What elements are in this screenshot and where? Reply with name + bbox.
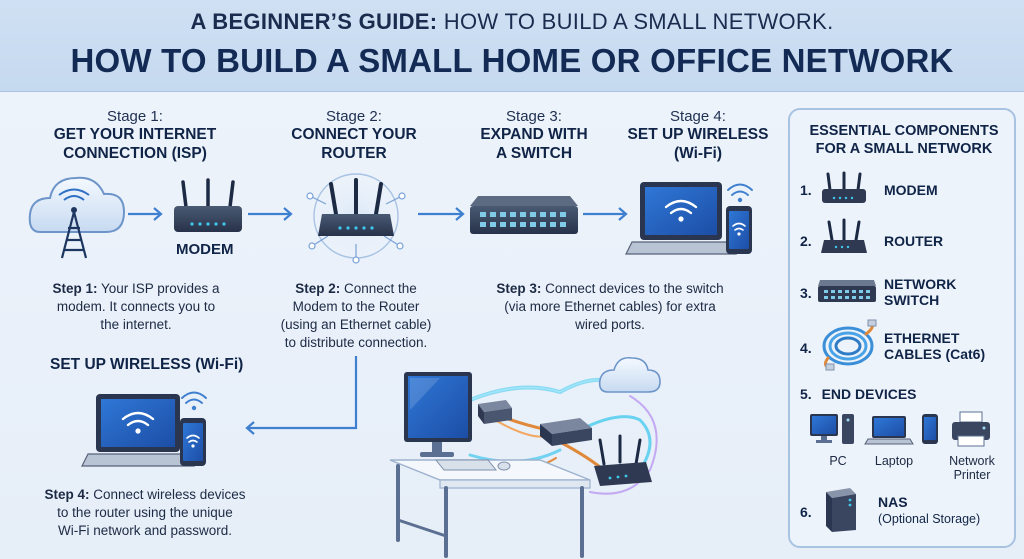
end-device-laptop-label: Laptop: [874, 454, 914, 468]
modem-icon: [174, 178, 242, 232]
step-2-line2: Modem to the Router: [292, 299, 420, 314]
page-title: HOW TO BUILD A SMALL HOME OR OFFICE NETW…: [70, 42, 954, 79]
end-devices-icons: [810, 411, 990, 447]
router-icon: [306, 171, 406, 264]
stage-1-heading: Stage 1: GET YOUR INTERNET CONNECTION (I…: [40, 108, 230, 163]
component-2-label: ROUTER: [884, 233, 944, 249]
component-3-label: NETWORK SWITCH: [884, 276, 956, 308]
modem-icon: [822, 171, 866, 203]
wireless-signal-icon: [181, 391, 207, 404]
component-6-sublabel: (Optional Storage): [878, 512, 981, 526]
stage-1-title-line1: GET YOUR INTERNET: [53, 126, 217, 143]
router-icon: [821, 218, 867, 253]
step-4-label: Step 4:: [44, 487, 90, 502]
step-2-line1: Connect the: [340, 281, 417, 296]
header-subtitle-bold: A BEGINNER’S GUIDE:: [190, 9, 438, 34]
printer-label-line2: Printer: [953, 468, 991, 482]
stage-3-heading: Stage 3: EXPAND WITH A SWITCH: [448, 108, 620, 163]
step-2-line3: (using an Ethernet cable): [280, 317, 432, 332]
step-2-label: Step 2:: [295, 281, 341, 296]
wireless-laptop-icon: [81, 394, 195, 467]
phone-icon: [726, 206, 752, 254]
component-5-heading: 5. END DEVICES: [800, 386, 917, 402]
end-device-printer-label: Network Printer: [942, 454, 1002, 482]
modem-label: MODEM: [176, 241, 234, 258]
laptop-wifi-icon: [625, 182, 737, 255]
component-3-label-line2: SWITCH: [884, 292, 940, 308]
components-panel-title: ESSENTIAL COMPONENTS FOR A SMALL NETWORK: [790, 122, 1018, 158]
step-3-line3: wired ports.: [575, 317, 645, 332]
component-4-number: 4.: [800, 340, 812, 356]
step-4-text: Step 4: Connect wireless devices to the …: [30, 486, 260, 540]
component-6-label: NAS: [878, 494, 908, 510]
pc-icon: [810, 414, 854, 444]
switch-icon: [818, 280, 876, 302]
wifi-signal-icon: [727, 183, 753, 196]
ethernet-cable-icon: [822, 319, 877, 371]
step-3-line1: Connect devices to the switch: [541, 281, 724, 296]
component-3-number: 3.: [800, 285, 812, 301]
component-3-label-line1: NETWORK: [884, 276, 957, 292]
step-2-line4: to distribute connection.: [284, 335, 428, 350]
stage-4-title-line2: (Wi-Fi): [673, 145, 723, 162]
stage-1-title-line2: CONNECTION (ISP): [63, 145, 207, 162]
stage-2-number: Stage 2:: [326, 108, 382, 125]
stage-2-title-line2: ROUTER: [321, 145, 387, 162]
step-1-label: Step 1:: [52, 281, 98, 296]
component-4-label-line2: CABLES (Cat6): [884, 346, 986, 362]
component-4-label-line1: ETHERNET: [884, 330, 960, 346]
component-5-number: 5.: [800, 386, 812, 402]
step-1-text: Step 1: Your ISP provides a modem. It co…: [36, 280, 236, 334]
stage-3-title-line2: A SWITCH: [495, 145, 573, 162]
nas-icon: [826, 488, 856, 532]
stage-3-number: Stage 3:: [506, 108, 562, 125]
step-4-line3: Wi-Fi network and password.: [57, 523, 233, 538]
component-4-label: ETHERNET CABLES (Cat6): [884, 330, 985, 362]
stage-4-heading: Stage 4: SET UP WIRELESS (Wi-Fi): [608, 108, 788, 163]
components-title-line2: FOR A SMALL NETWORK: [815, 141, 993, 157]
component-6-number: 6.: [800, 504, 812, 520]
header-subtitle-rest: HOW TO BUILD A SMALL NETWORK.: [437, 9, 834, 34]
step-3-text: Step 3: Connect devices to the switch (v…: [470, 280, 750, 334]
wireless-heading: SET UP WIRELESS (Wi-Fi): [50, 356, 244, 373]
header-subtitle: A BEGINNER’S GUIDE: HOW TO BUILD A SMALL…: [0, 9, 1024, 35]
component-2-number: 2.: [800, 233, 812, 249]
components-panel: ESSENTIAL COMPONENTS FOR A SMALL NETWORK…: [788, 108, 1016, 548]
component-5-label: END DEVICES: [821, 386, 917, 402]
components-title-line1: ESSENTIAL COMPONENTS: [809, 123, 999, 139]
step-1-line1: Your ISP provides a: [97, 281, 220, 296]
stage-4-title-line1: SET UP WIRELESS: [627, 126, 769, 143]
step-1-line3: the internet.: [100, 317, 172, 332]
stage-2-title-line1: CONNECT YOUR: [291, 126, 417, 143]
switch-icon: [470, 196, 578, 234]
flow-arrows: [128, 207, 628, 221]
step-2-text: Step 2: Connect the Modem to the Router …: [266, 280, 446, 352]
step-3-label: Step 3:: [496, 281, 542, 296]
component-1-label: MODEM: [884, 182, 938, 198]
step-4-line2: to the router using the unique: [57, 505, 233, 520]
end-device-pc-label: PC: [829, 454, 847, 468]
step-1-line2: modem. It connects you to: [56, 299, 216, 314]
printer-icon: [952, 411, 990, 447]
tablet-icon: [922, 414, 938, 444]
step-3-line2: (via more Ethernet cables) for extra: [504, 299, 716, 314]
isp-cloud-icon: [28, 176, 126, 259]
header-banner: A BEGINNER’S GUIDE: HOW TO BUILD A SMALL…: [0, 0, 1024, 92]
wireless-flow-arrow: [245, 356, 358, 435]
step-4-line1: Connect wireless devices: [89, 487, 246, 502]
component-1-number: 1.: [800, 182, 812, 198]
office-network-scene: [389, 356, 661, 558]
printer-label-line1: Network: [949, 454, 995, 468]
wireless-phone-icon: [180, 418, 206, 466]
stage-1-number: Stage 1:: [107, 108, 163, 125]
stage-3-title-line1: EXPAND WITH: [480, 126, 588, 143]
laptop-icon: [864, 416, 914, 445]
stage-4-number: Stage 4:: [670, 108, 726, 125]
stage-2-heading: Stage 2: CONNECT YOUR ROUTER: [268, 108, 440, 163]
